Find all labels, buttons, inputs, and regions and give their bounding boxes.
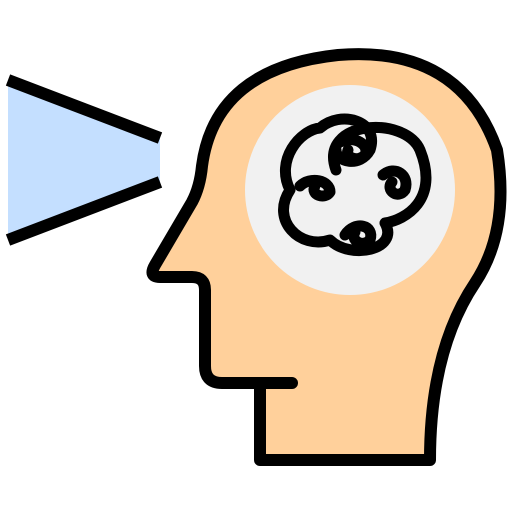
brain-fold-left	[294, 174, 336, 202]
brain-fold-top	[334, 134, 372, 165]
brain-fold-right	[377, 165, 412, 200]
brain-icon	[278, 113, 432, 257]
vision-beam-fill	[8, 84, 160, 240]
brain-outline	[278, 113, 432, 257]
vision-beam-icon	[5, 74, 163, 246]
vision-beam-bottom-line	[5, 176, 163, 246]
brain-fold-bottom	[339, 220, 377, 249]
vision-beam-top-line	[5, 74, 163, 144]
